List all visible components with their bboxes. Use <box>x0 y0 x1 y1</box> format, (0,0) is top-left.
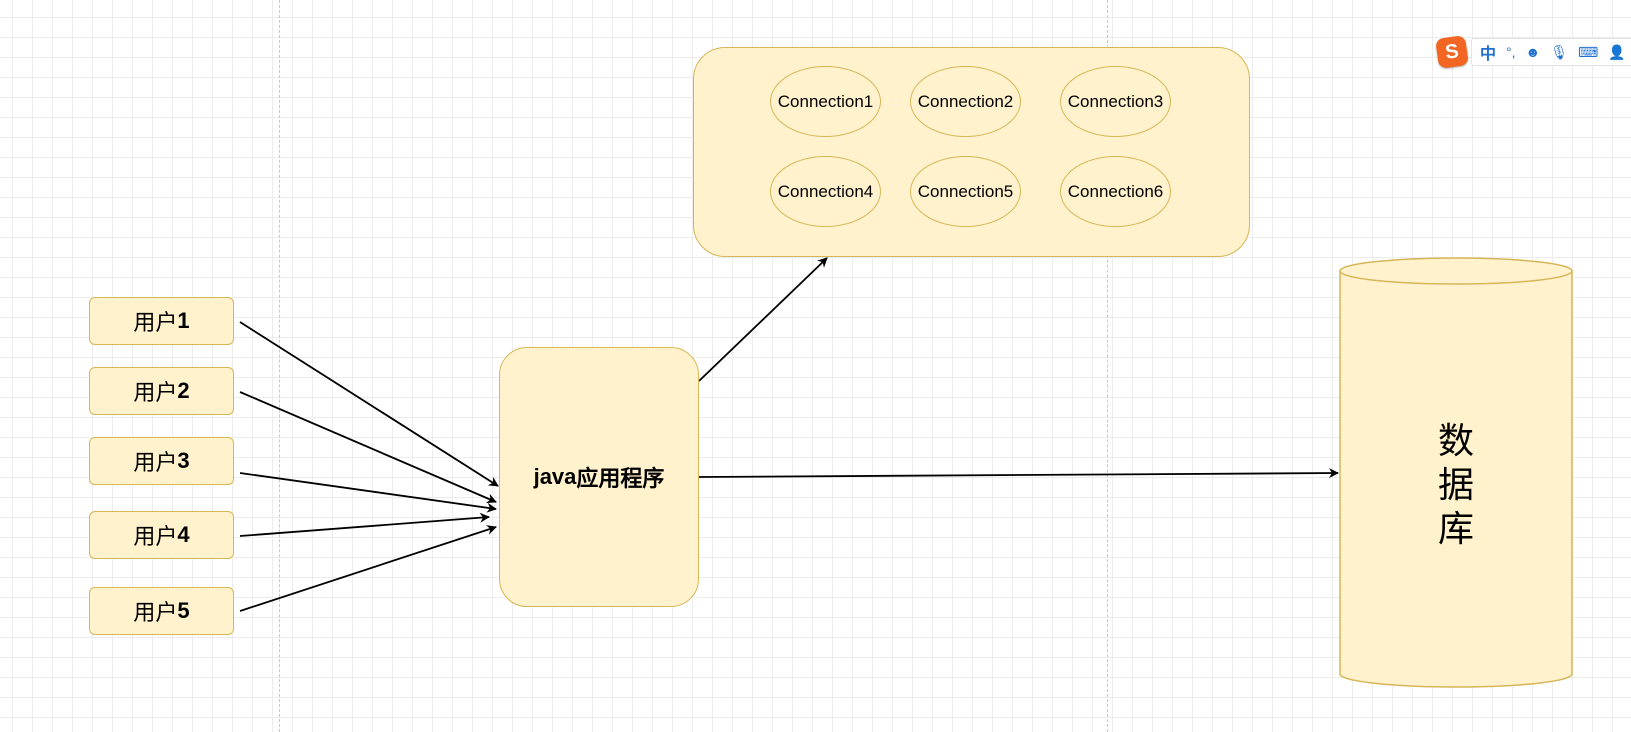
user-number: 1 <box>177 308 190 333</box>
user-number: 4 <box>177 522 190 547</box>
user-number: 5 <box>177 598 190 623</box>
user-label: 用户 <box>133 310 178 335</box>
database-char: 库 <box>1437 509 1474 550</box>
input-mode-toggle[interactable]: 中 <box>1480 46 1497 63</box>
user-label: 用户 <box>133 524 178 549</box>
page-break-line <box>279 0 280 732</box>
app-label-suffix: 应用程序 <box>576 466 665 491</box>
punctuation-icon[interactable]: °, <box>1506 44 1516 60</box>
ime-toolbar[interactable]: S 中 °, ☻ 🎙 ⌨ 👤 👕 <box>1435 35 1631 69</box>
user-label: 用户 <box>133 380 178 405</box>
connection-ellipse-4[interactable]: Connection4 <box>770 156 881 227</box>
user-label: 用户 <box>133 450 178 475</box>
connection-ellipse-2[interactable]: Connection2 <box>910 66 1021 137</box>
database-char: 据 <box>1437 465 1474 506</box>
user-number: 3 <box>177 448 190 473</box>
edge-user1-app <box>239 321 499 487</box>
edge-user2-app <box>239 391 497 504</box>
connection-ellipse-5[interactable]: Connection5 <box>910 156 1021 227</box>
edge-user5-app <box>239 525 497 612</box>
keyboard-icon[interactable]: ⌨ <box>1578 43 1599 60</box>
connection-pool-box[interactable]: Connection1 Connection2 Connection3 Conn… <box>693 47 1250 257</box>
sogou-logo-icon[interactable]: S <box>1435 35 1469 69</box>
app-label-prefix: java <box>533 464 577 489</box>
emoji-icon[interactable]: ☻ <box>1525 44 1541 60</box>
page-break-line <box>1107 0 1108 732</box>
user-icon[interactable]: 👤 <box>1608 43 1626 60</box>
database-char: 数 <box>1437 421 1474 462</box>
connection-ellipse-3[interactable]: Connection3 <box>1060 66 1171 137</box>
database-label: 数 据 库 <box>1340 420 1572 552</box>
connection-ellipse-6[interactable]: Connection6 <box>1060 156 1171 227</box>
database-cylinder[interactable] <box>1339 257 1573 688</box>
edge-app-database <box>698 468 1339 479</box>
edge-user3-app <box>239 472 497 513</box>
edge-app-pool <box>698 257 828 382</box>
connection-ellipse-1[interactable]: Connection1 <box>770 66 881 137</box>
microphone-icon[interactable]: 🎙 <box>1550 43 1569 60</box>
ime-bar: 中 °, ☻ 🎙 ⌨ 👤 👕 <box>1471 38 1631 66</box>
user-number: 2 <box>177 378 190 403</box>
edge-user4-app <box>239 512 490 537</box>
user-label: 用户 <box>133 600 178 625</box>
